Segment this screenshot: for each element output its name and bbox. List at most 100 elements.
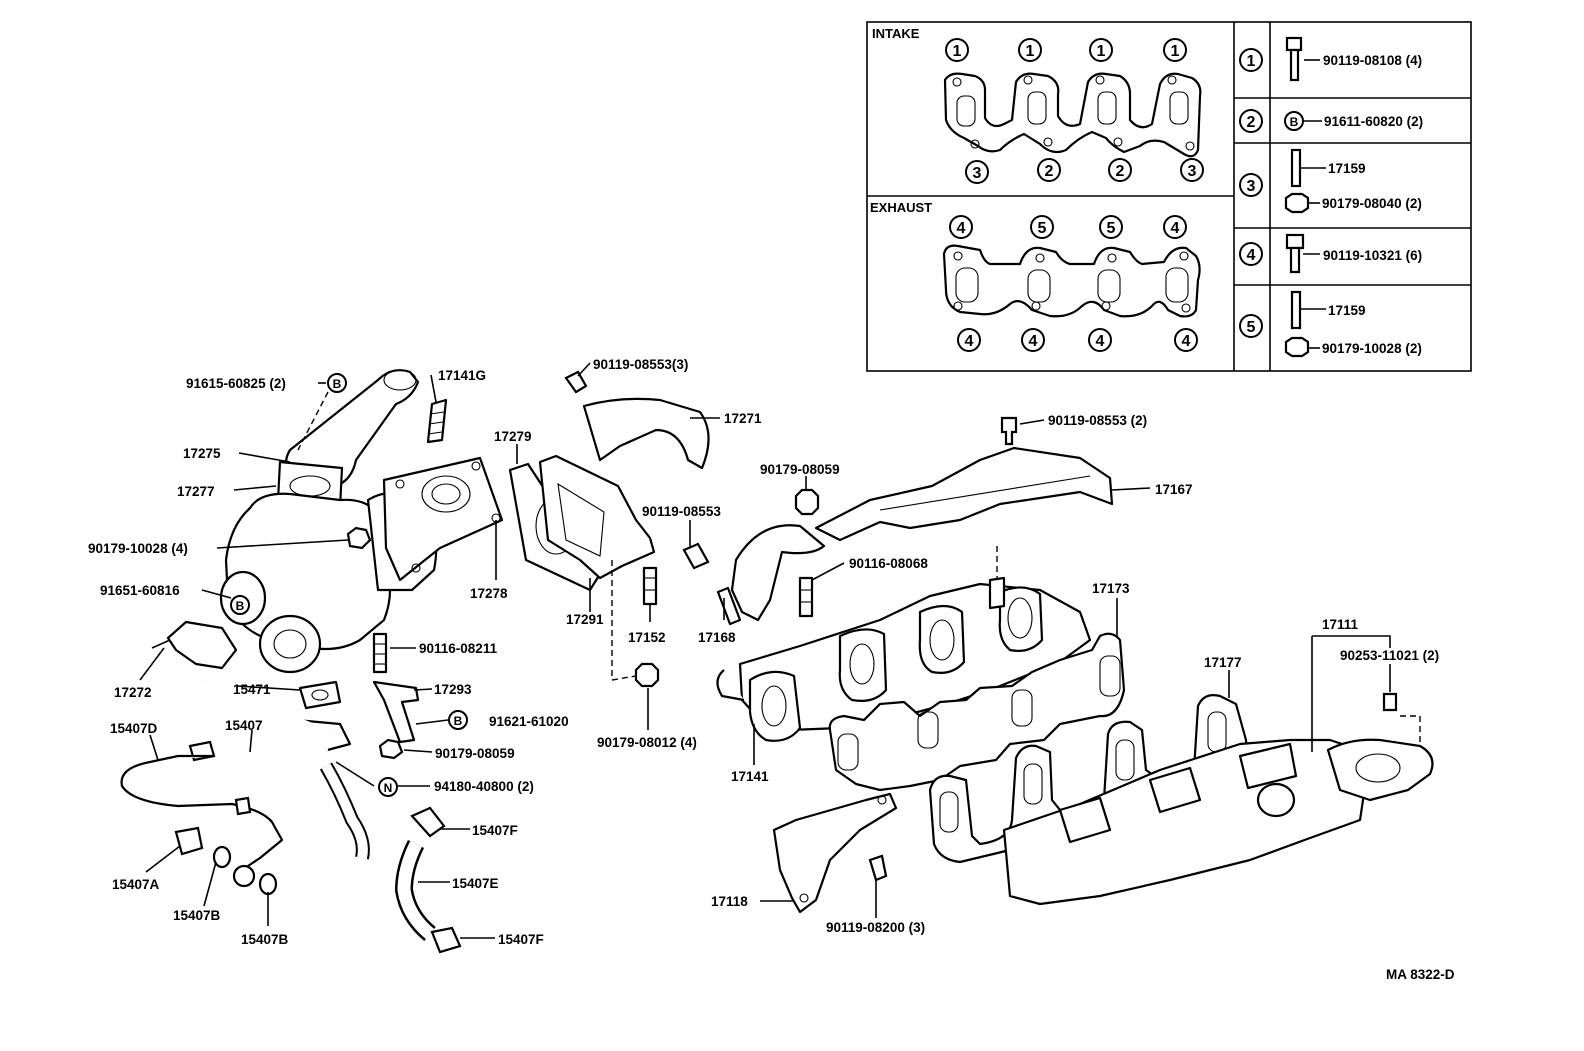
exhaust-bottom-marks: 4 4 4 4: [957, 328, 1198, 352]
callout-label: 90119-08200 (3): [826, 920, 925, 935]
drawing-code: MA 8322-D: [1386, 967, 1455, 982]
callout-label: 90179-08012 (4): [597, 735, 697, 750]
callout-label: 17177: [1204, 655, 1242, 670]
svg-text:4: 4: [1182, 333, 1191, 350]
callout-label: 17278: [470, 586, 508, 601]
svg-text:4: 4: [1029, 333, 1038, 350]
callout-label: 91615-60825 (2): [186, 376, 286, 391]
part-number: 90119-08108 (4): [1323, 53, 1422, 68]
exhaust-gasket-drawing: [942, 244, 1201, 318]
callout-labels: 91615-60825 (2) 17141G 17275 17277 90179…: [88, 357, 1455, 982]
exhaust-manifold-gasket: [828, 632, 1126, 792]
part-number: 90119-10321 (6): [1323, 248, 1422, 263]
part-number: 91611-60820 (2): [1324, 114, 1423, 129]
turbine-flange-drawing: [382, 456, 504, 582]
callout-label: 15407B: [241, 932, 289, 947]
callout-label: 17168: [698, 630, 736, 645]
callout-label: 90179-08059: [760, 462, 840, 477]
legend-row-3: 3 17159 90179-08040 (2): [1239, 148, 1422, 214]
intake-manifold: [1002, 692, 1434, 906]
svg-text:B: B: [1290, 115, 1299, 129]
callout-label: 90116-08068: [849, 556, 928, 571]
callout-label: 94180-40800 (2): [434, 779, 534, 794]
callout-label: 17111: [1322, 617, 1359, 632]
svg-text:1: 1: [1247, 53, 1256, 70]
legend-row-1: 1 90119-08108 (4): [1239, 36, 1422, 82]
callout-label: 15407E: [452, 876, 499, 891]
svg-text:N: N: [384, 781, 393, 795]
svg-text:5: 5: [1107, 220, 1116, 237]
exhaust-top-marks: 4 5 5 4: [949, 215, 1187, 239]
svg-text:5: 5: [1038, 220, 1047, 237]
callout-label: 15407F: [498, 932, 544, 947]
callout-label: 15407A: [112, 877, 160, 892]
intake-bottom-marks: 3 2 2 3: [965, 158, 1204, 184]
legend-row-5: 5 17159 90179-10028 (2): [1239, 290, 1422, 358]
callout-label: 17272: [114, 685, 152, 700]
svg-text:1: 1: [953, 43, 962, 60]
callout-label: 17275: [183, 446, 221, 461]
exhaust-title: EXHAUST: [870, 200, 932, 215]
gasket-legend: INTAKE EXHAUST 1 1 1 1 3 2 2 3: [866, 21, 1472, 372]
callout-label: 15407B: [173, 908, 221, 923]
part-number: 17159: [1328, 161, 1366, 176]
intake-top-marks: 1 1 1 1: [945, 38, 1187, 62]
svg-text:4: 4: [957, 220, 966, 237]
svg-text:B: B: [236, 599, 245, 613]
turbocharger-assembly: B B B N: [120, 369, 656, 954]
svg-text:3: 3: [1188, 163, 1197, 180]
svg-text:3: 3: [973, 165, 982, 182]
legend-row-2: 2 B 91611-60820 (2): [1239, 109, 1423, 133]
exhaust-manifold: [716, 546, 1092, 742]
intake-gasket-drawing: [943, 72, 1202, 158]
callout-label: 15407: [225, 718, 263, 733]
callout-label: 90179-08059: [435, 746, 515, 761]
callout-label: 90116-08211: [419, 641, 498, 656]
callout-label: 17271: [724, 411, 762, 426]
leader-lines: [139, 362, 1391, 939]
svg-text:4: 4: [965, 333, 974, 350]
callout-label: 91651-60816: [100, 583, 180, 598]
callout-label: 17141: [731, 769, 769, 784]
legend-row-4: 4 90119-10321 (6): [1239, 233, 1422, 274]
svg-text:2: 2: [1116, 163, 1125, 180]
heat-insulators: [564, 370, 1114, 688]
callout-label: 17277: [177, 484, 215, 499]
svg-text:4: 4: [1247, 247, 1256, 264]
part-number: 17159: [1328, 303, 1366, 318]
callout-label: 17279: [494, 429, 532, 444]
callout-label: 17152: [628, 630, 666, 645]
intake-title: INTAKE: [872, 26, 920, 41]
callout-label: 17118: [711, 894, 748, 909]
svg-text:B: B: [454, 714, 463, 728]
svg-text:2: 2: [1247, 114, 1256, 131]
callout-label: 17291: [566, 612, 604, 627]
svg-text:3: 3: [1247, 178, 1256, 195]
callout-label: 15407D: [110, 721, 158, 736]
callout-label: 15471: [233, 682, 271, 697]
callout-label: 17141G: [438, 368, 486, 383]
svg-text:B: B: [333, 377, 342, 391]
callout-label: 17173: [1092, 581, 1130, 596]
callout-label: 17167: [1155, 482, 1193, 497]
part-number: 90179-10028 (2): [1322, 341, 1422, 356]
callout-label: 15407F: [472, 823, 518, 838]
svg-text:2: 2: [1045, 163, 1054, 180]
manifold-stay: [772, 792, 898, 914]
callout-label: 90119-08553: [642, 504, 721, 519]
svg-text:4: 4: [1171, 220, 1180, 237]
callout-label: 90179-10028 (4): [88, 541, 188, 556]
svg-text:1: 1: [1026, 43, 1035, 60]
part-number: 90179-08040 (2): [1322, 196, 1422, 211]
svg-text:1: 1: [1171, 43, 1180, 60]
callout-label: 90119-08553(3): [593, 357, 688, 372]
svg-text:1: 1: [1097, 43, 1106, 60]
callout-label: 90119-08553 (2): [1048, 413, 1147, 428]
svg-text:4: 4: [1096, 333, 1105, 350]
callout-label: 17293: [434, 682, 472, 697]
callout-label: 91621-61020: [489, 714, 569, 729]
callout-label: 90253-11021 (2): [1340, 648, 1439, 663]
svg-text:5: 5: [1247, 319, 1256, 336]
